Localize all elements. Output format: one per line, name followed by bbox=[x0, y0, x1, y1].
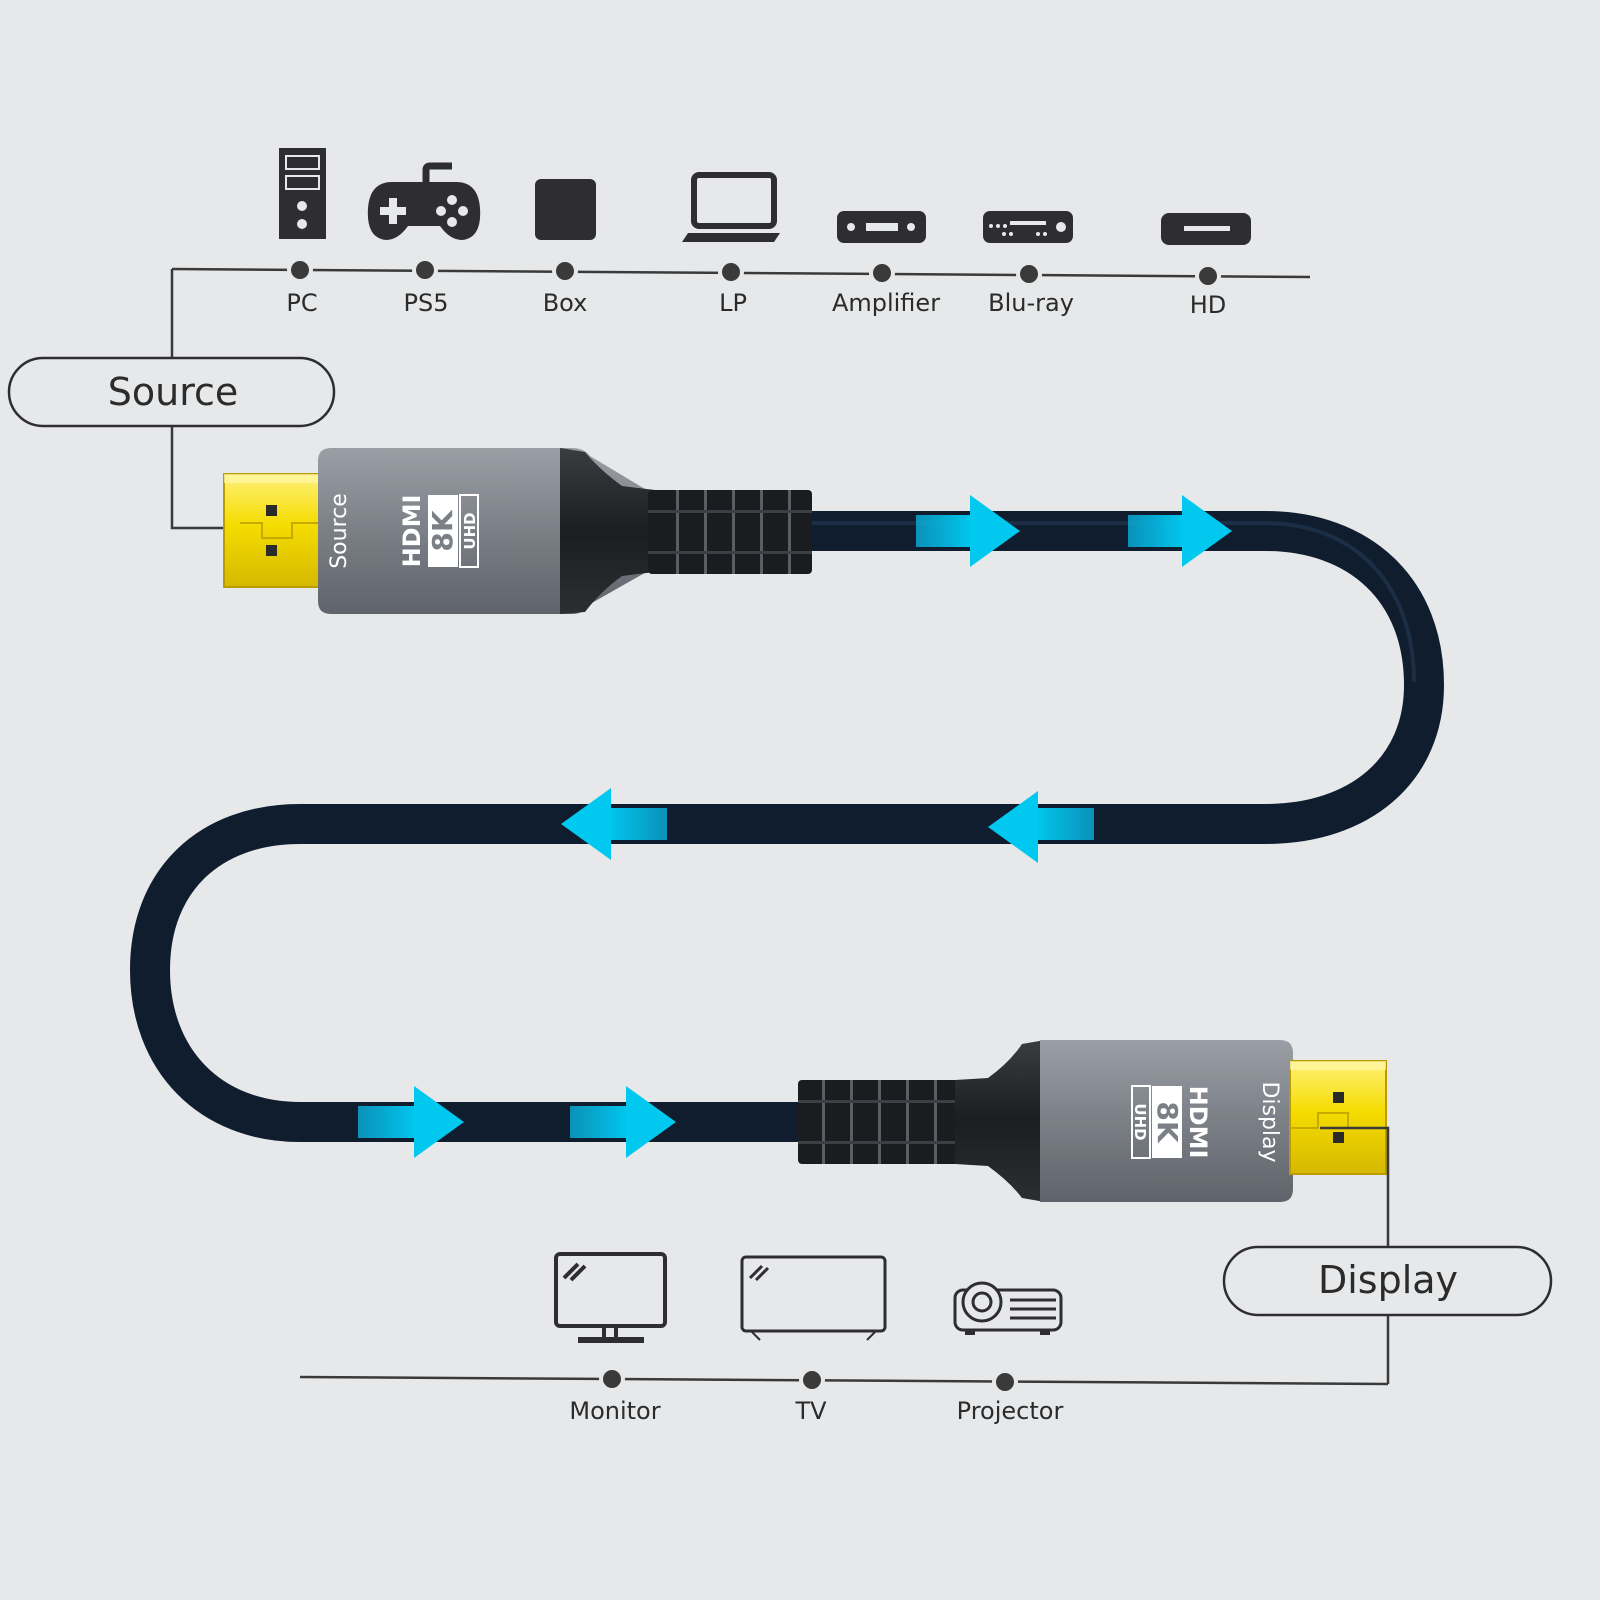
source-connector-text: Source bbox=[327, 493, 352, 569]
device-amplifier: Amplifier bbox=[832, 211, 940, 317]
svg-text:UHD: UHD bbox=[1131, 1103, 1149, 1140]
device-box: Box bbox=[535, 179, 596, 317]
source-hdmi-connector: Source HDMI 8K UHD bbox=[223, 448, 812, 614]
display-device-row: Monitor TV bbox=[299, 1252, 1389, 1425]
display-hdmi-connector: Display HDMI 8K UHD bbox=[798, 1040, 1387, 1202]
display-pill-label: Display bbox=[1318, 1258, 1458, 1302]
source-pill-label: Source bbox=[108, 370, 239, 414]
device-label-amplifier: Amplifier bbox=[832, 289, 940, 317]
source-8k-badge: 8K UHD bbox=[426, 494, 479, 568]
device-label-hd: HD bbox=[1190, 291, 1227, 319]
monitor-icon bbox=[554, 1252, 667, 1343]
source-dot-amplifier bbox=[869, 260, 895, 286]
device-monitor: Monitor bbox=[554, 1252, 667, 1425]
device-bluray: Blu-ray bbox=[983, 211, 1074, 317]
source-gold-plug bbox=[223, 473, 323, 588]
device-label-box: Box bbox=[543, 289, 588, 317]
device-label-pc: PC bbox=[286, 289, 317, 317]
display-dot-monitor bbox=[599, 1366, 625, 1392]
signal-arrow-6 bbox=[570, 1086, 676, 1158]
display-dot-projector bbox=[992, 1369, 1018, 1395]
source-dot-hd bbox=[1195, 263, 1221, 289]
laptop-icon bbox=[682, 172, 780, 242]
hdmi-cable bbox=[129, 495, 1445, 1158]
pc-tower-icon bbox=[279, 148, 326, 239]
projector-icon bbox=[953, 1281, 1063, 1335]
display-8k-badge: 8K UHD bbox=[1131, 1085, 1184, 1159]
device-label-projector: Projector bbox=[957, 1397, 1064, 1425]
display-hdmi-logo: HDMI bbox=[1184, 1086, 1212, 1159]
device-label-bluray: Blu-ray bbox=[988, 289, 1074, 317]
source-pill: Source bbox=[7, 356, 336, 428]
source-device-row: PC PS5 Box bbox=[170, 148, 1311, 530]
device-hd: HD bbox=[1161, 213, 1251, 319]
source-strain-relief bbox=[648, 490, 812, 574]
svg-text:UHD: UHD bbox=[461, 512, 479, 549]
tv-icon bbox=[740, 1255, 887, 1341]
device-tv: TV bbox=[740, 1255, 887, 1425]
device-label-lp: LP bbox=[719, 289, 747, 317]
amplifier-icon bbox=[837, 211, 926, 243]
source-dot-box bbox=[552, 258, 578, 284]
device-label-monitor: Monitor bbox=[569, 1397, 660, 1425]
display-pill: Display bbox=[1222, 1245, 1553, 1317]
svg-text:8K: 8K bbox=[426, 509, 459, 551]
device-pc: PC bbox=[279, 148, 326, 317]
signal-arrow-3 bbox=[561, 788, 667, 860]
gamepad-icon bbox=[367, 162, 481, 240]
signal-arrow-5 bbox=[358, 1086, 464, 1158]
signal-arrow-2 bbox=[1128, 495, 1232, 567]
source-dot-bluray bbox=[1016, 261, 1042, 287]
tv-box-icon bbox=[535, 179, 596, 240]
hd-player-icon bbox=[1161, 213, 1251, 245]
device-label-tv: TV bbox=[794, 1397, 827, 1425]
device-lp: LP bbox=[682, 172, 780, 317]
cable-body bbox=[129, 511, 1445, 1142]
source-dot-lp bbox=[718, 259, 744, 285]
signal-arrow-4 bbox=[988, 791, 1094, 863]
display-to-plug-line bbox=[1320, 1126, 1390, 1248]
display-strain-relief bbox=[798, 1080, 962, 1164]
device-ps5: PS5 bbox=[367, 162, 481, 317]
display-dot-tv bbox=[799, 1367, 825, 1393]
display-timeline bbox=[299, 1375, 1389, 1386]
svg-text:8K: 8K bbox=[1151, 1101, 1184, 1143]
signal-arrow-1 bbox=[916, 495, 1020, 567]
display-gold-plug bbox=[1289, 1060, 1387, 1175]
source-hdmi-logo: HDMI bbox=[398, 495, 426, 568]
device-label-ps5: PS5 bbox=[404, 289, 449, 317]
bluray-player-icon bbox=[983, 211, 1073, 243]
source-dot-ps5 bbox=[412, 257, 438, 283]
source-dot-pc bbox=[287, 257, 313, 283]
device-projector: Projector bbox=[953, 1281, 1064, 1425]
display-connector-text: Display bbox=[1257, 1081, 1282, 1162]
